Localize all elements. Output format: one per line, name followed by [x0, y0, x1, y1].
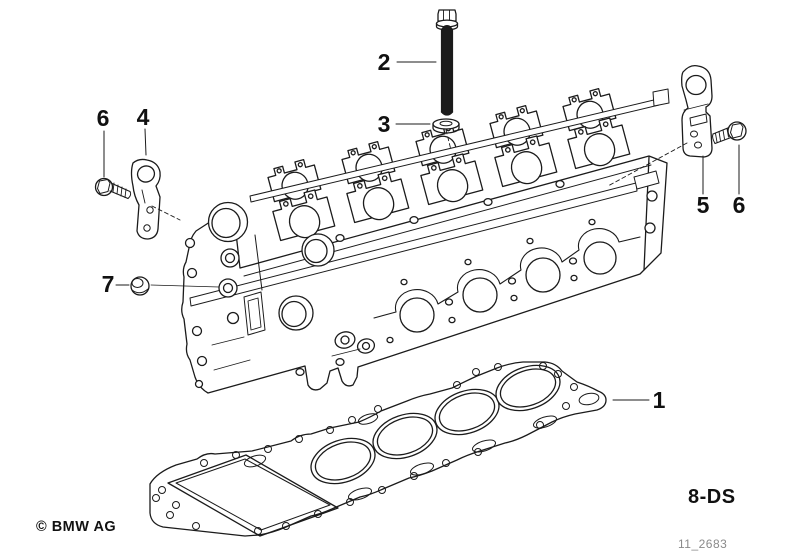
callout-3: 3: [377, 111, 391, 137]
washer: [432, 118, 460, 134]
callout-6-left: 6: [96, 105, 110, 131]
head-gasket: [149, 361, 607, 537]
drawing-number-text: 11_2683: [678, 537, 728, 551]
callout-1: 1: [652, 387, 666, 413]
callout-2: 2: [377, 49, 391, 75]
bolt-left: [94, 177, 132, 200]
cylinder-head-body: [181, 85, 670, 394]
head-bolt: [435, 9, 459, 117]
callout-5: 5: [696, 192, 710, 218]
callout-4: 4: [136, 104, 150, 130]
copyright-text: © BMW AG: [36, 519, 117, 535]
callout-7: 7: [101, 271, 115, 297]
leader-lines: [103, 61, 740, 401]
bolt-right: [712, 121, 747, 145]
callout-6-right: 6: [732, 192, 746, 218]
plate-code-text: 8-DS: [688, 486, 736, 508]
bracket-right: [681, 64, 713, 158]
dowel: [130, 276, 150, 296]
bracket-left: [130, 158, 161, 240]
